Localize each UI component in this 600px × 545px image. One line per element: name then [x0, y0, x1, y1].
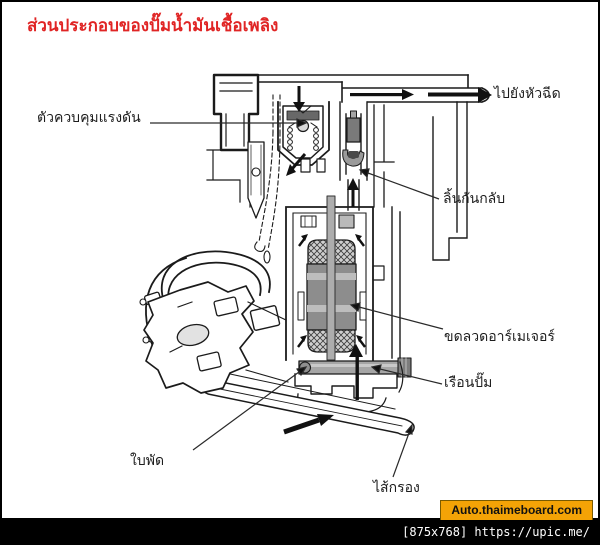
top-rail — [257, 74, 469, 83]
flange-assembly — [139, 250, 289, 394]
check-valve-tube — [339, 101, 368, 211]
label-pressure-regulator: ตัวควบคุมแรงดัน — [37, 109, 141, 125]
float-wires — [258, 94, 281, 251]
image-frame: ส่วนประกอบของปั๊มน้ำมันเชื้อเพลิง ตัวควบ… — [0, 0, 600, 522]
impeller-shaft-bar — [298, 360, 402, 375]
outlet-pipe — [341, 74, 490, 103]
watermark-badge: Auto.thaimeboard.com — [440, 500, 593, 522]
image-caption-bar: [875x768] https://upic.me/ — [0, 520, 600, 545]
label-check-valve: ลิ้นกันกลับ — [443, 190, 506, 206]
label-fuel-filter: ไส้กรอง — [373, 479, 420, 495]
regulator-springs — [287, 127, 319, 151]
armature-shaft — [326, 195, 336, 361]
image-caption: [875x768] https://upic.me/ — [402, 525, 590, 539]
page-title: ส่วนประกอบของปั๊มน้ำมันเชื้อเพลิง — [27, 16, 279, 35]
pump-housing-steps — [294, 373, 398, 399]
label-armature-coil: ขดลวดอาร์เมเจอร์ — [444, 328, 555, 344]
connector-block — [212, 73, 260, 152]
label-pump-housing: เรือนปั๊ม — [444, 374, 493, 390]
fuel-pump-diagram — [139, 73, 492, 478]
label-to-injector: ไปยังหัวฉีด — [494, 85, 561, 101]
check-valve-plunger — [346, 117, 361, 143]
flow-arrows — [283, 86, 492, 435]
sender-tube — [247, 141, 265, 219]
leader-lines — [150, 118, 444, 478]
label-impeller: ใบพัด — [130, 452, 165, 468]
